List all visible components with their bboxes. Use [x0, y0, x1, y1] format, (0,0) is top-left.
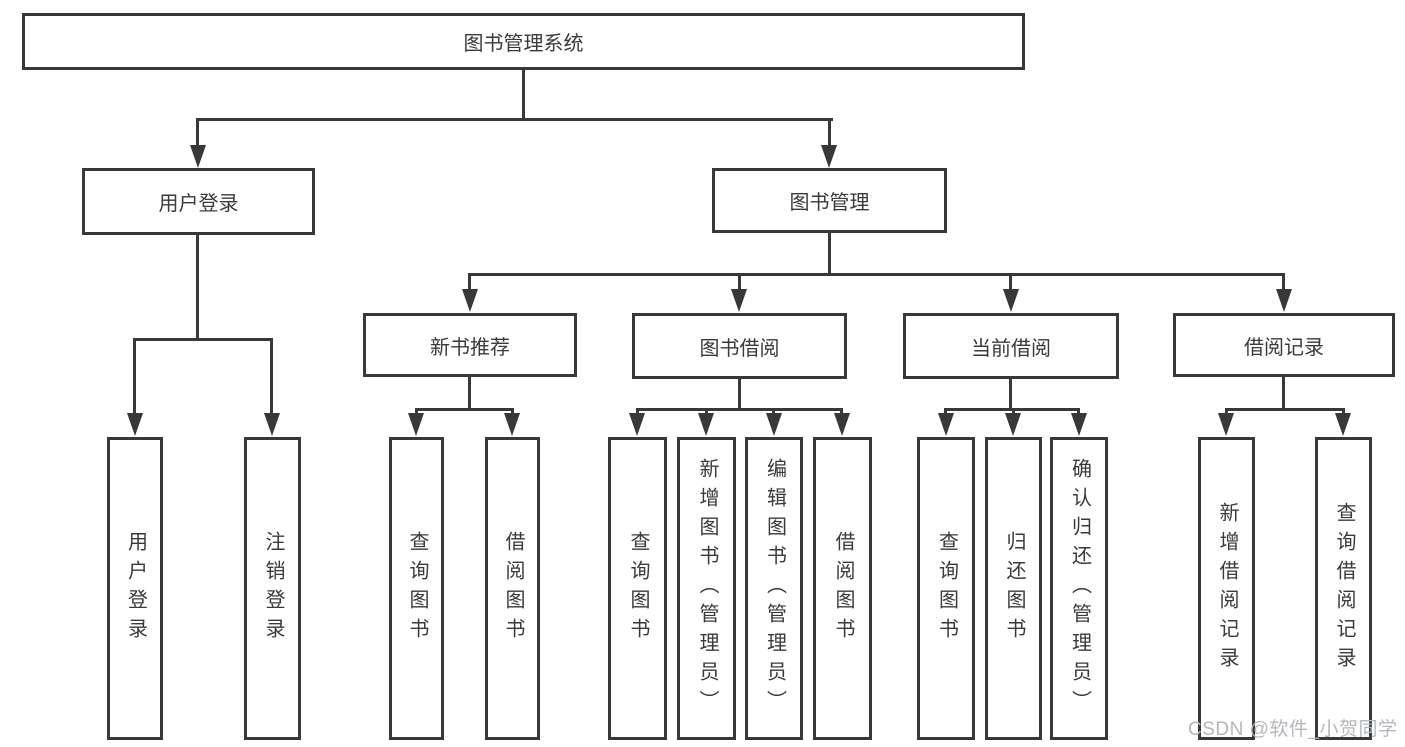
node-query-books-borrowing: 查询图书 — [608, 437, 667, 740]
leaf-label: 查询图书 — [406, 530, 428, 647]
arrow-down-icon — [408, 413, 424, 436]
connector-line-h — [468, 273, 1285, 276]
connector-line-v — [1009, 379, 1012, 411]
connector-line-v — [828, 233, 831, 276]
leaf-label: 查询图书 — [627, 530, 649, 647]
arrow-down-icon — [766, 413, 782, 436]
leaf-label: 查询图书 — [935, 530, 958, 647]
leaf-label: 借阅图书 — [502, 530, 524, 647]
arrow-down-icon — [190, 145, 206, 168]
node-current-borrowing: 当前借阅 — [903, 313, 1119, 379]
arrow-down-icon — [127, 413, 143, 436]
leaf-label: 注销登录 — [262, 530, 284, 647]
node-library-management-system: 图书管理系统 — [22, 13, 1025, 70]
connector-line-v — [468, 273, 471, 294]
node-add-books-admin: 新增图书（管理员） — [677, 437, 736, 740]
connector-line-v — [468, 377, 471, 411]
connector-line-h — [133, 338, 273, 341]
node-query-borrow-record: 查询借阅记录 — [1315, 437, 1372, 740]
arrow-down-icon — [698, 413, 714, 436]
arrow-down-icon — [1005, 413, 1021, 436]
connector-line-v — [738, 379, 741, 411]
arrow-down-icon — [1276, 289, 1292, 312]
arrow-down-icon — [821, 145, 837, 168]
leaf-label: 用户登录 — [124, 530, 147, 647]
connector-line-h — [636, 408, 842, 411]
arrow-down-icon — [504, 413, 520, 436]
arrow-down-icon — [629, 413, 645, 436]
arrow-down-icon — [1218, 413, 1234, 436]
connector-line-v — [1282, 273, 1285, 294]
node-logout: 注销登录 — [244, 437, 301, 740]
node-borrow-books-borrowing: 借阅图书 — [813, 437, 872, 740]
arrow-down-icon — [1003, 289, 1019, 312]
leaf-label: 新增图书（管理员） — [696, 458, 718, 719]
node-borrow-books-recommend: 借阅图书 — [485, 437, 540, 740]
arrow-down-icon — [264, 413, 280, 436]
arrow-down-icon — [938, 413, 954, 436]
node-query-books-current: 查询图书 — [917, 437, 975, 740]
node-borrowing-records: 借阅记录 — [1173, 313, 1395, 377]
leaf-label: 确认归还（管理员） — [1068, 458, 1091, 719]
node-confirm-return-admin: 确认归还（管理员） — [1050, 437, 1108, 740]
node-user-login: 用户登录 — [82, 168, 315, 235]
connector-line-v — [270, 338, 273, 418]
leaf-label: 归还图书 — [1003, 530, 1025, 647]
node-edit-books-admin: 编辑图书（管理员） — [745, 437, 803, 740]
connector-line-v — [196, 235, 199, 341]
connector-line-v — [1282, 377, 1285, 411]
connector-line-v — [738, 273, 741, 294]
leaf-label: 查询借阅记录 — [1333, 501, 1355, 676]
connector-line-v — [828, 118, 831, 150]
connector-line-v — [196, 118, 199, 150]
leaf-label: 编辑图书（管理员） — [763, 458, 786, 719]
node-return-books: 归还图书 — [985, 437, 1042, 740]
arrow-down-icon — [1071, 413, 1087, 436]
leaf-label: 借阅图书 — [832, 530, 854, 647]
arrow-down-icon — [462, 289, 478, 312]
connector-line-v — [522, 70, 525, 121]
leaf-label: 新增借阅记录 — [1216, 501, 1238, 676]
connector-line-v — [1009, 273, 1012, 294]
connector-line-h — [1225, 408, 1345, 411]
node-add-borrow-record: 新增借阅记录 — [1198, 437, 1255, 740]
arrow-down-icon — [731, 289, 747, 312]
csdn-watermark: CSDN @软件_小贺同学 — [1188, 719, 1398, 740]
arrow-down-icon — [1335, 413, 1351, 436]
connector-line-v — [133, 338, 136, 418]
connector-line-h — [197, 118, 833, 121]
arrow-down-icon — [834, 413, 850, 436]
node-book-borrowing: 图书借阅 — [632, 313, 847, 379]
node-query-books-recommend: 查询图书 — [389, 437, 444, 740]
node-new-book-recommendation: 新书推荐 — [363, 313, 577, 377]
node-user-login-leaf: 用户登录 — [107, 437, 163, 740]
connector-line-h — [415, 408, 514, 411]
node-book-management: 图书管理 — [712, 168, 947, 233]
